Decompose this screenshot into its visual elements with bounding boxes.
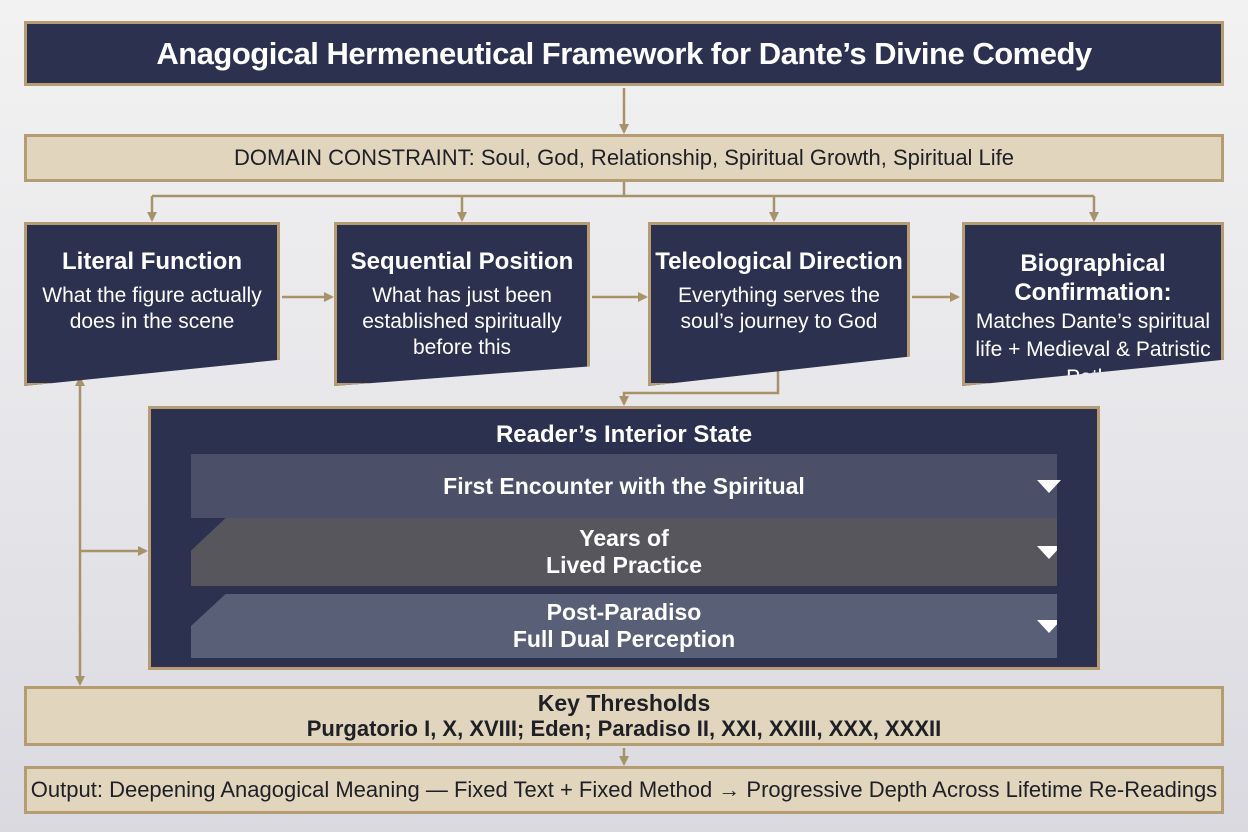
arrow-card-3-to-reader [619,370,780,406]
triangle-down-icon [1037,620,1057,633]
stage-line: Full Dual Perception [512,626,736,652]
stage-first-encounter: First Encounter with the Spiritual [191,454,1061,518]
stage-post-paradiso: Post-Paradiso Full Dual Perception [191,594,1057,658]
page-title: Anagogical Hermeneutical Framework for D… [24,21,1224,86]
biographical-confirmation-card: Biographical Confirmation: Matches Dante… [962,222,1224,386]
card-description: What has just been established spiritual… [362,284,562,359]
sequential-position-card: Sequential Position What has just been e… [334,222,590,386]
thresholds-list: Purgatorio I, X, XVIII; Eden; Paradiso I… [306,716,942,741]
card-description: Matches Dante’s spiritual life + Medieva… [975,310,1211,389]
key-thresholds-box: Key Thresholds Purgatorio I, X, XVIII; E… [24,686,1224,746]
stage-line: Years of [579,525,669,551]
literal-function-card: Literal Function What the figure actuall… [24,222,280,386]
stage-line: First Encounter with the Spiritual [443,472,805,499]
stage-line: Lived Practice [546,552,702,578]
card-title: Teleological Direction [655,248,903,275]
teleological-direction-card: Teleological Direction Everything serves… [648,222,910,386]
output-box: Output: Deepening Anagogical Meaning — F… [24,766,1224,814]
triangle-down-icon [1037,480,1061,493]
card-title: Literal Function [62,248,242,275]
card-title: Sequential Position [350,248,574,275]
card-description: Everything serves the soul’s journey to … [678,284,880,333]
stage-lived-practice: Years of Lived Practice [191,518,1057,586]
reader-state-title: Reader’s Interior State [495,421,753,448]
thresholds-title: Key Thresholds [537,690,711,716]
card-description: What the figure actually does in the sce… [42,284,262,333]
triangle-down-icon [1037,546,1057,559]
reader-interior-state-panel: Reader’s Interior State First Encounter … [148,406,1100,670]
stage-line: Post-Paradiso [546,599,702,625]
card-title: Biographical Confirmation: [1014,250,1172,306]
domain-constraint-box: DOMAIN CONSTRAINT: Soul, God, Relationsh… [24,134,1224,182]
